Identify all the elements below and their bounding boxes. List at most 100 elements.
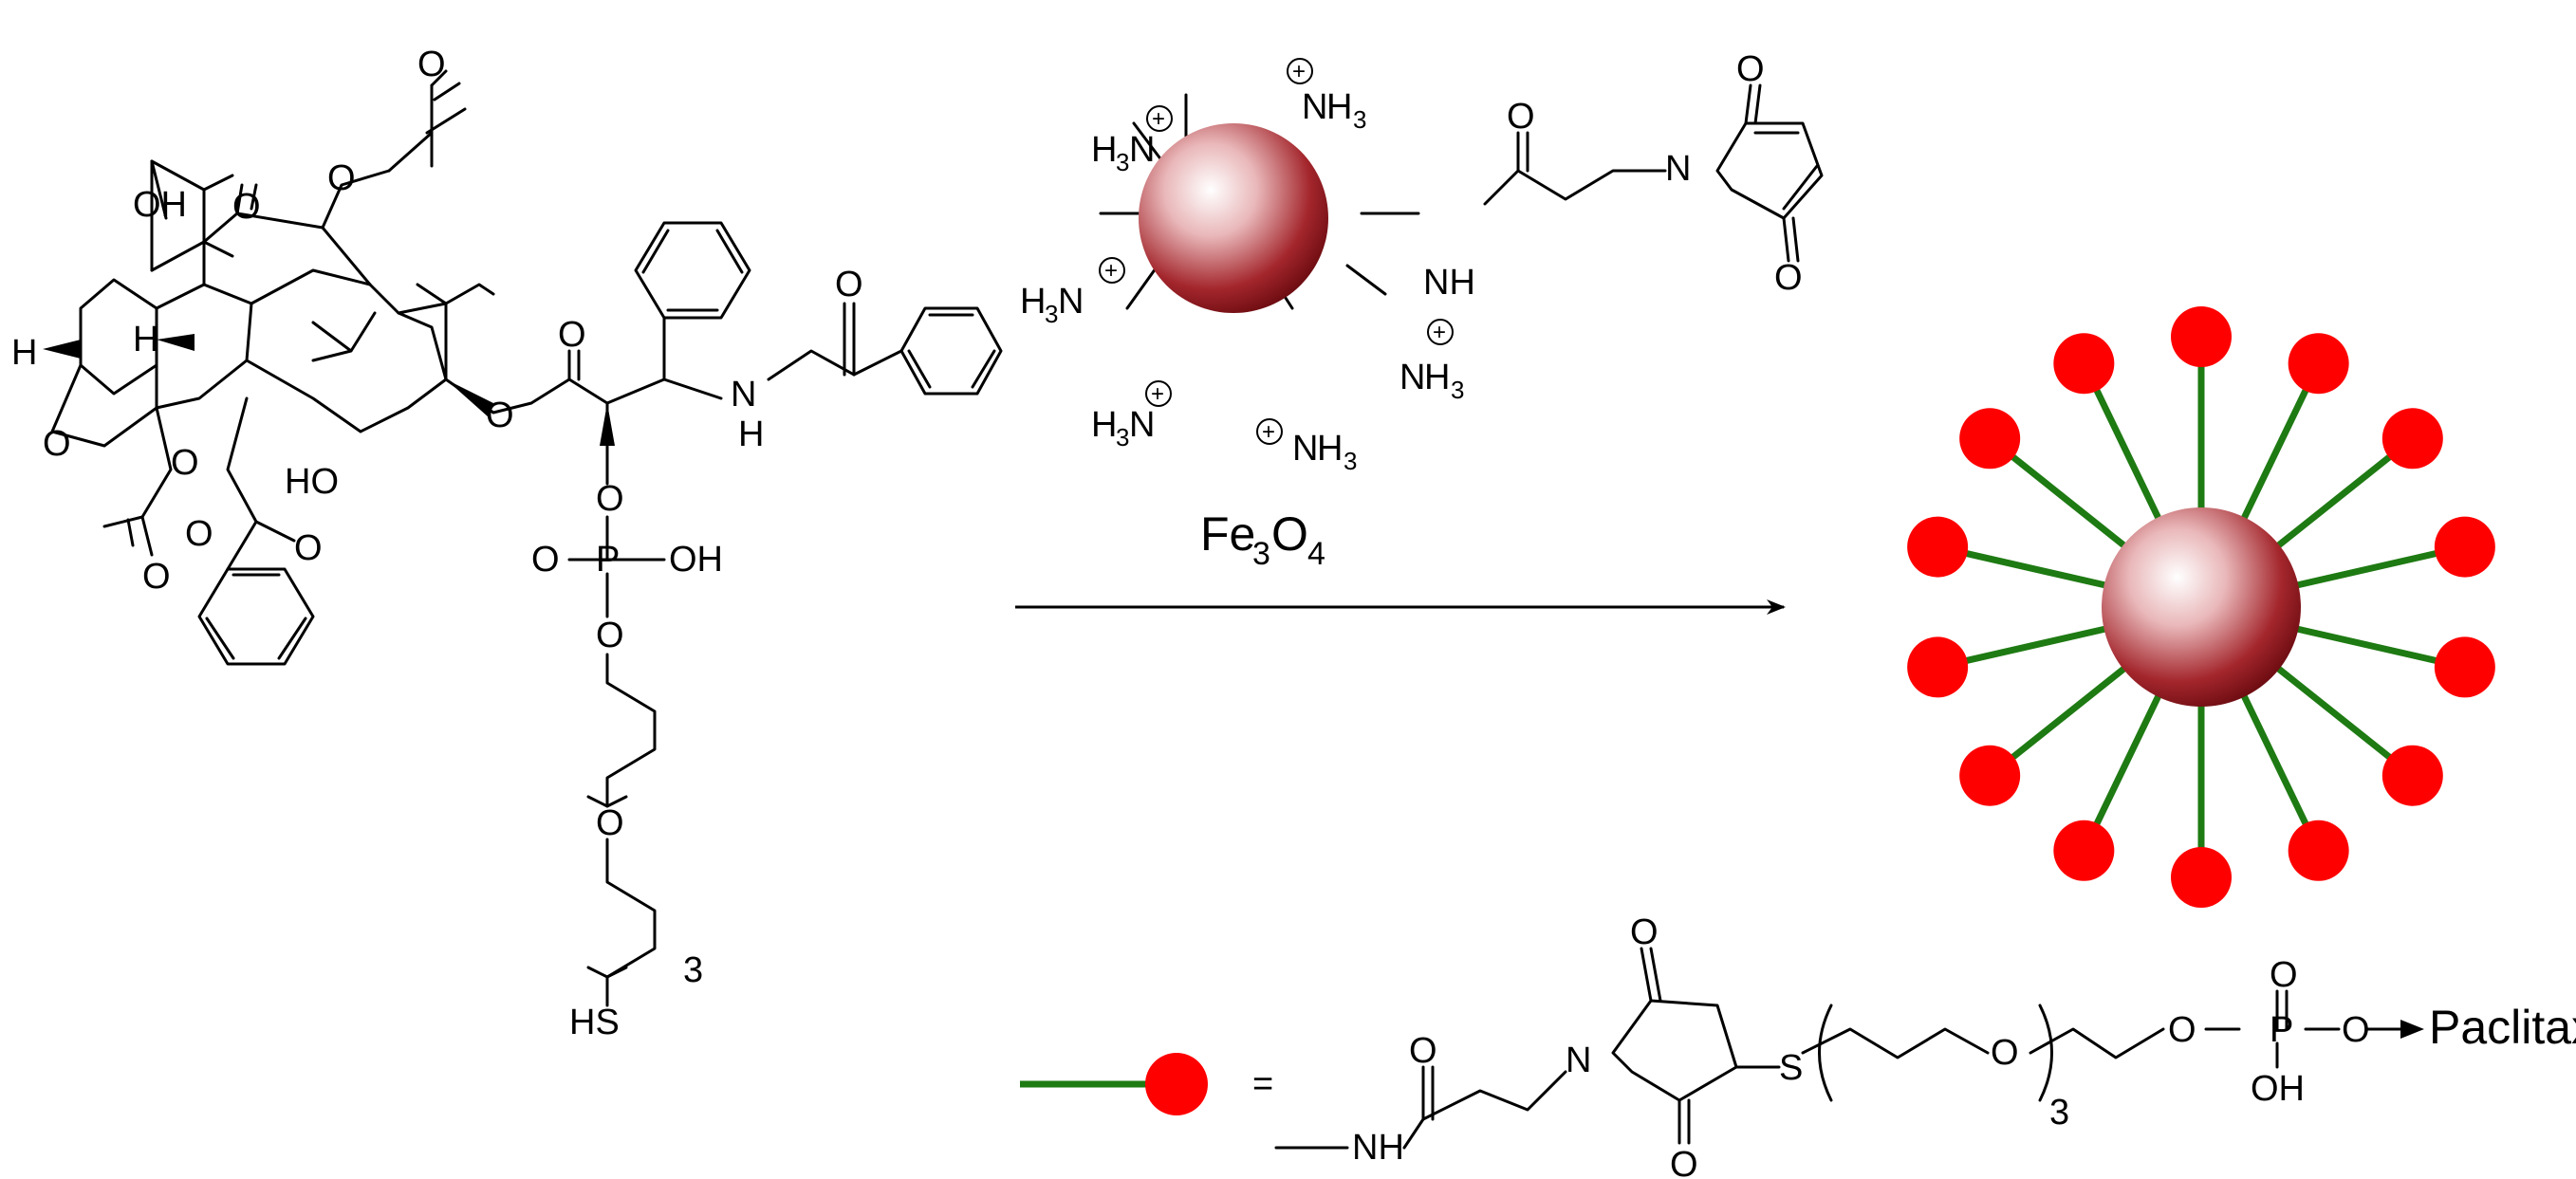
legend-amide-o: O [1409, 1031, 1437, 1071]
svg-text:3: 3 [1045, 300, 1058, 328]
legend-o-phos1: O [2168, 1010, 2196, 1050]
label-p: P [596, 540, 620, 580]
wedge-bond-h [43, 340, 81, 359]
svg-text:N: N [1302, 87, 1327, 127]
label-o-phosphate2: O [596, 616, 624, 655]
svg-text:+: + [1152, 106, 1165, 132]
product-ligand-dot [2171, 847, 2232, 908]
svg-text:3: 3 [1116, 148, 1129, 176]
svg-text:3: 3 [1451, 376, 1464, 404]
reagent-amide-o: O [1507, 97, 1535, 137]
svg-text:H: H [1091, 405, 1117, 445]
product-nanoparticle-core [2102, 507, 2301, 707]
label-o-ester: O [486, 396, 514, 435]
product-ligand-dot [1907, 636, 1969, 698]
taxane-core-bonds [50, 69, 1003, 1007]
ligand-legend: = NH O N O O S O 3 O [1020, 912, 2576, 1179]
svg-text:4: 4 [1307, 536, 1325, 572]
legend-equals: = [1252, 1064, 1273, 1104]
label-o-acetoxy4: O [171, 443, 199, 483]
product-ligand-dot [2381, 745, 2443, 806]
wedge-bond-h2 [157, 334, 195, 351]
reagent-maleimide-o-top: O [1736, 49, 1765, 89]
label-repeat-3: 3 [683, 950, 703, 990]
label-o-acetyl: O [417, 45, 446, 84]
svg-text:H: H [1020, 282, 1046, 322]
svg-text:O: O [1271, 507, 1308, 561]
legend-repeat: 3 [2049, 1093, 2069, 1133]
svg-text:N: N [1129, 405, 1155, 445]
label-hs: HS [569, 1003, 620, 1042]
label-o-oxetane: O [43, 424, 71, 464]
product-ligand-dot [1959, 745, 2021, 806]
label-h-left: H [11, 333, 37, 373]
legend-o-phos2: O [2342, 1010, 2370, 1050]
reagent-maleimide-n: N [1665, 149, 1691, 189]
legend-p: P [2270, 1010, 2293, 1050]
wedge-bond-o2 [600, 403, 615, 446]
svg-text:H: H [1326, 87, 1352, 127]
product-ligand-dot [2171, 306, 2232, 367]
drug-loaded-nanoparticle [1907, 306, 2495, 908]
label-ho: HO [285, 462, 339, 502]
svg-text:H: H [1091, 130, 1117, 170]
svg-text:N: N [1129, 130, 1155, 170]
svg-text:H: H [1317, 429, 1343, 469]
label-o-amide: O [835, 265, 863, 304]
svg-text:N: N [1292, 429, 1318, 469]
label-h-mid: H [133, 320, 158, 359]
svg-text:N: N [1399, 358, 1425, 397]
svg-text:+: + [1262, 419, 1275, 445]
label-o-benzoyl: O [185, 514, 213, 554]
product-ligand-dot [2053, 820, 2115, 881]
svg-text:+: + [1104, 258, 1118, 284]
paclitaxel-prodrug-structure: OH O O O H H O O O HO O O O O N H O O O … [11, 45, 1003, 1042]
reagent-nanoparticle [1139, 123, 1328, 313]
label-o-peg: O [596, 803, 624, 843]
product-ligand-dot [1959, 408, 2021, 470]
svg-text:3: 3 [1116, 423, 1129, 451]
label-o-ketone: O [232, 187, 261, 227]
label-o-acetyl4: O [142, 557, 171, 597]
fe3o4-label: Fe 3 O 4 [1200, 507, 1325, 572]
svg-text:+: + [1151, 381, 1164, 407]
label-nh-n: N [731, 375, 756, 414]
wedge-bond-o [446, 379, 493, 417]
legend-s: S [1779, 1048, 1803, 1088]
legend-o-peg: O [1991, 1033, 2019, 1073]
product-ligand-dot [2434, 636, 2495, 698]
product-ligand-dot [2288, 333, 2349, 395]
svg-text:H: H [1424, 358, 1450, 397]
reagent-charges: + + + + + + [1099, 58, 1454, 445]
svg-text:3: 3 [1353, 105, 1366, 134]
legend-arrow-head [2400, 1020, 2424, 1039]
svg-text:3: 3 [1252, 536, 1270, 572]
svg-text:N: N [1058, 282, 1084, 322]
svg-text:+: + [1433, 320, 1446, 345]
label-oh-top: OH [133, 185, 187, 225]
label-o-phosphate1: O [596, 479, 624, 519]
product-ligand-dot [2381, 408, 2443, 470]
legend-nh: NH [1352, 1128, 1404, 1168]
legend-o-top: O [1630, 912, 1659, 952]
legend-o-bottom: O [1670, 1145, 1698, 1179]
label-o-acetoxy: O [327, 158, 356, 198]
label-nh-h: H [738, 414, 764, 454]
label-o-phosphate-dbl: O [531, 540, 560, 580]
reagent-maleimide-o-bottom: O [1774, 258, 1803, 298]
legend-n: N [1566, 1041, 1591, 1080]
svg-text:Fe: Fe [1200, 507, 1255, 561]
label-o-benzoyl-co: O [294, 528, 323, 568]
product-ligand-dot [2434, 516, 2495, 578]
product-ligand-dot [2288, 820, 2349, 881]
label-p-oh: OH [669, 540, 723, 580]
svg-text:+: + [1292, 59, 1306, 84]
product-ligand-dot [1907, 516, 1969, 578]
reagent-bonds [1099, 83, 1824, 310]
legend-p-oh: OH [2251, 1069, 2305, 1109]
legend-ligand-dot [1145, 1053, 1208, 1115]
legend-o-phos-dbl: O [2270, 955, 2298, 995]
legend-paclitaxel: Paclitaxel [2429, 1001, 2576, 1054]
